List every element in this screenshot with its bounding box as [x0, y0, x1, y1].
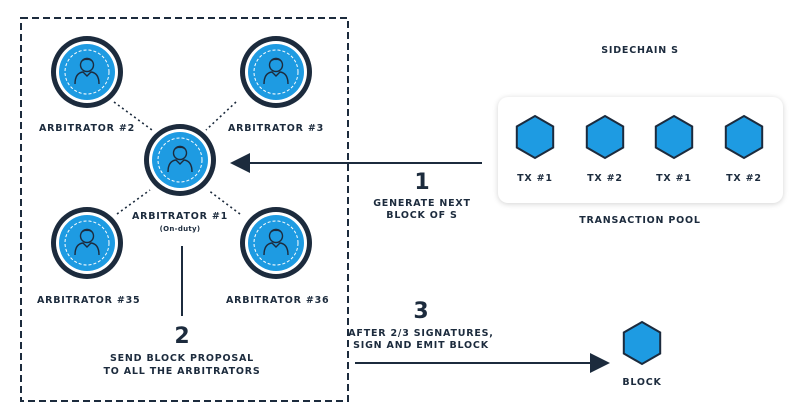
connector-lines	[113, 101, 241, 215]
arbitrators-group-frame	[20, 17, 349, 402]
step-1-number: 1	[414, 170, 430, 195]
step-3-line-1: AFTER 2/3 SIGNATURES,	[348, 328, 494, 339]
step-2-line-2: TO ALL THE ARBITRATORS	[103, 366, 261, 377]
block-label: BLOCK	[622, 377, 662, 388]
arbitrator-35-icon	[51, 207, 123, 279]
tx-label: TX #2	[726, 173, 762, 184]
transaction-pool-label: TRANSACTION POOL	[579, 215, 701, 226]
arbitrator-1-icon	[144, 124, 216, 196]
tx-label: TX #1	[517, 173, 553, 184]
arbitrator-36-label: ARBITRATOR #36	[226, 295, 330, 306]
on-duty-label: (On-duty)	[159, 225, 201, 233]
transaction-pool-box: TX #1 TX #2 TX #1 TX #2	[498, 97, 783, 203]
step-3-number: 3	[413, 299, 429, 324]
arbitrator-2-label: ARBITRATOR #2	[38, 123, 135, 134]
arbitrator-3-label: ARBITRATOR #3	[227, 123, 324, 134]
block-hexagon-icon	[622, 321, 662, 365]
arbitrator-2-icon	[51, 36, 123, 108]
step-3-line-2: SIGN AND EMIT BLOCK	[353, 340, 489, 351]
step-1-line-2: BLOCK OF S	[386, 210, 458, 221]
step-2-number: 2	[174, 324, 190, 349]
tx-hexagon-icon	[654, 115, 694, 159]
tx-label: TX #1	[656, 173, 692, 184]
arbitrator-35-label: ARBITRATOR #35	[37, 295, 141, 306]
sidechain-title: SIDECHAIN S	[601, 45, 679, 56]
arbitrator-1-label: ARBITRATOR #1	[131, 211, 228, 222]
tx-label: TX #2	[587, 173, 623, 184]
arbitrator-3-icon	[240, 36, 312, 108]
transaction-hexagons	[515, 115, 764, 159]
step-2-line-1: SEND BLOCK PROPOSAL	[110, 353, 254, 364]
arbitrator-36-icon	[240, 207, 312, 279]
tx-hexagon-icon	[515, 115, 555, 159]
tx-hexagon-icon	[724, 115, 764, 159]
tx-hexagon-icon	[585, 115, 625, 159]
step-1-line-1: GENERATE NEXT	[373, 198, 471, 209]
